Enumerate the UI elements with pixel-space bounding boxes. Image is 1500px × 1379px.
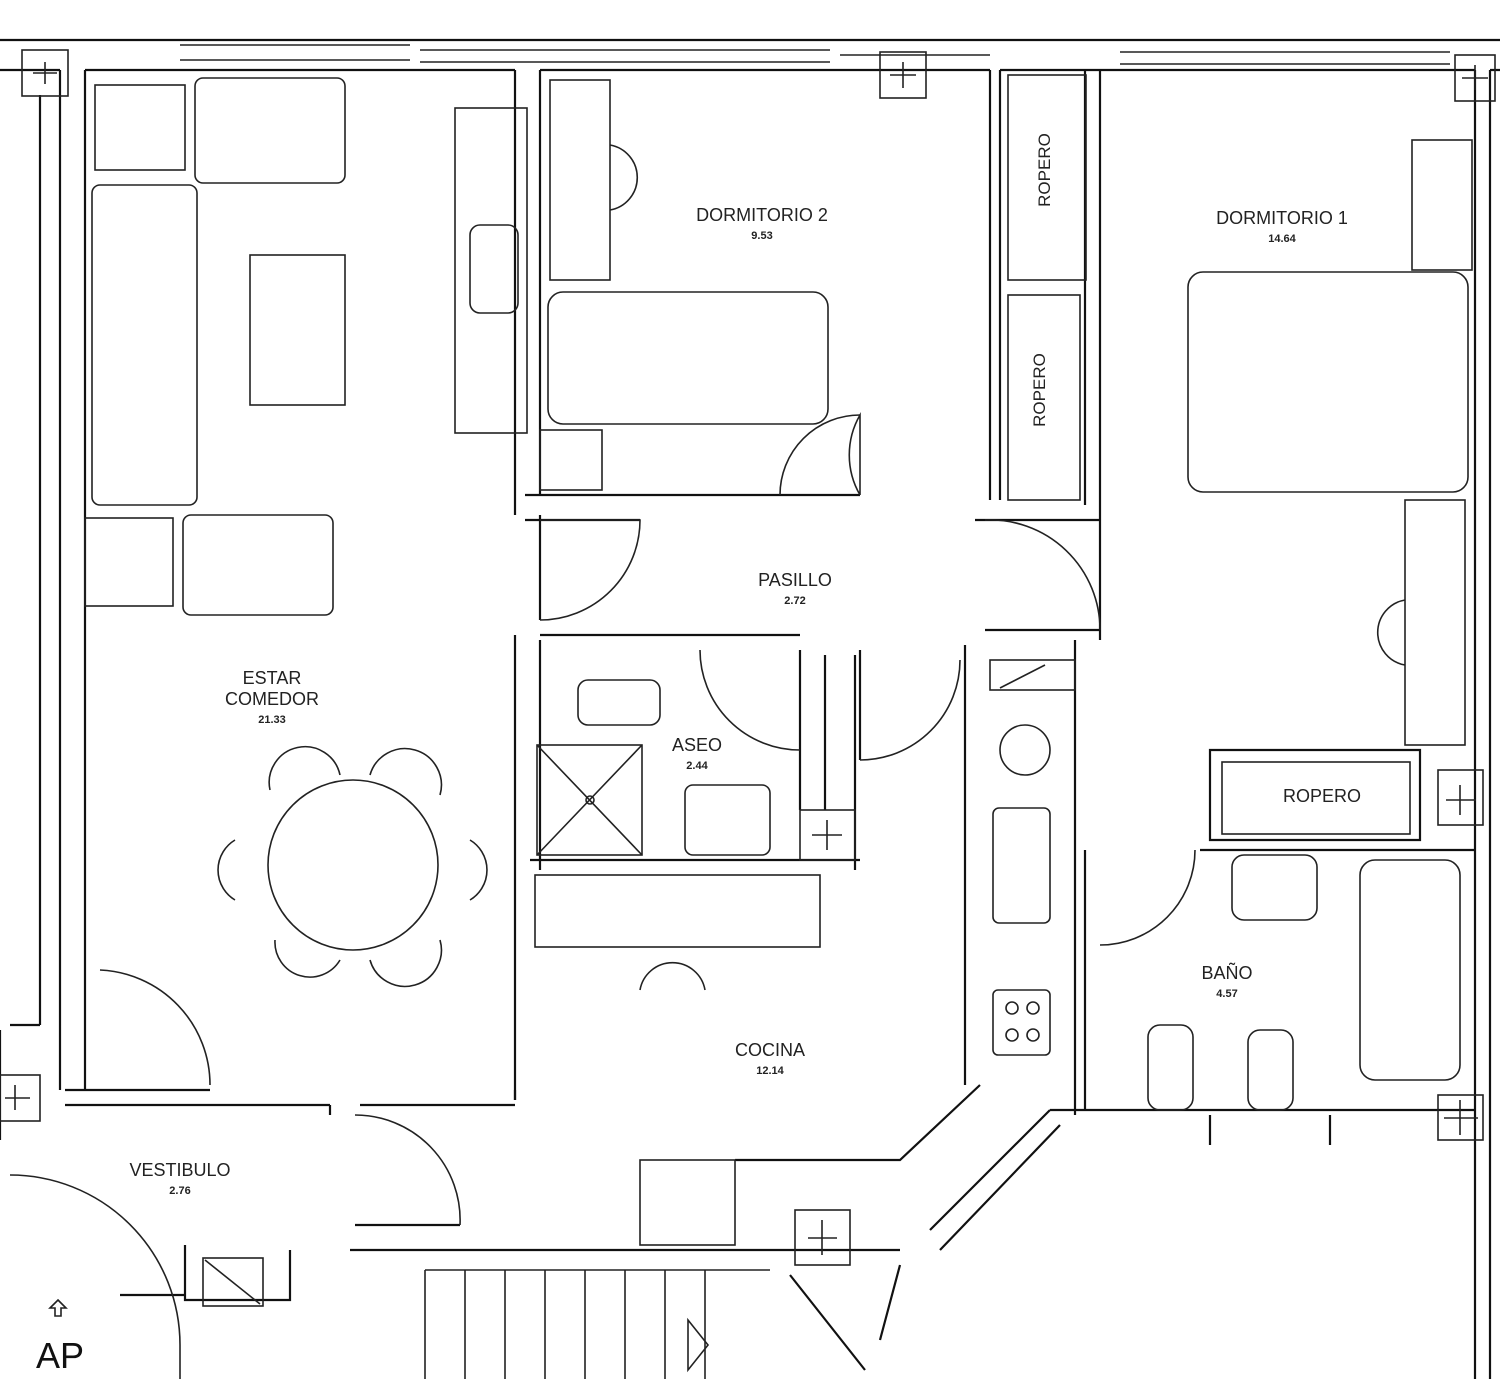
room-label-dormitorio-2: DORMITORIO 2 9.53 <box>696 205 828 247</box>
bath-kitchen-fixtures <box>202 659 1484 1307</box>
living-furniture <box>84 77 528 988</box>
door-swings <box>9 412 1196 1379</box>
room-name: COCINA <box>734 1040 806 1060</box>
ropero-label: ROPERO <box>1035 133 1054 207</box>
room-label-dormitorio-1: DORMITORIO 1 14.64 <box>1216 208 1348 250</box>
room-name: DORMITORIO 2 <box>696 205 828 225</box>
bedroom-furniture <box>539 74 1484 835</box>
room-name: PASILLO <box>758 570 832 590</box>
staircase <box>424 1269 770 1379</box>
room-name: COMEDOR <box>225 689 319 709</box>
room-name: ESTAR <box>242 668 302 688</box>
room-label-vestibulo: VESTIBULO 2.76 <box>129 1160 230 1202</box>
room-name: VESTIBULO <box>129 1160 231 1180</box>
interior-walls <box>65 70 1475 1371</box>
room-area: 2.76 <box>169 1185 191 1197</box>
room-area: 21.33 <box>258 714 286 726</box>
room-label-aseo: ASEO 2.44 <box>672 735 722 777</box>
room-area: 9.53 <box>751 230 773 242</box>
up-arrow-icon <box>48 1298 68 1317</box>
ropero-label: ROPERO <box>1282 786 1362 806</box>
room-area: 4.57 <box>1216 988 1238 1000</box>
room-area: 12.14 <box>756 1065 784 1077</box>
room-label-pasillo: PASILLO 2.72 <box>758 570 832 612</box>
room-name: ASEO <box>671 735 723 755</box>
ropero-label: ROPERO <box>1030 353 1049 427</box>
room-name: BAÑO <box>1201 963 1253 983</box>
room-label-bano: BAÑO 4.57 <box>1201 963 1252 1005</box>
room-name: DORMITORIO 1 <box>1216 208 1348 228</box>
room-area: 2.72 <box>784 595 806 607</box>
room-area: 2.44 <box>686 760 708 772</box>
room-area: 14.64 <box>1268 233 1296 245</box>
room-label-cocina: COCINA 12.14 <box>735 1040 805 1082</box>
entrance-label: AP <box>36 1335 85 1376</box>
